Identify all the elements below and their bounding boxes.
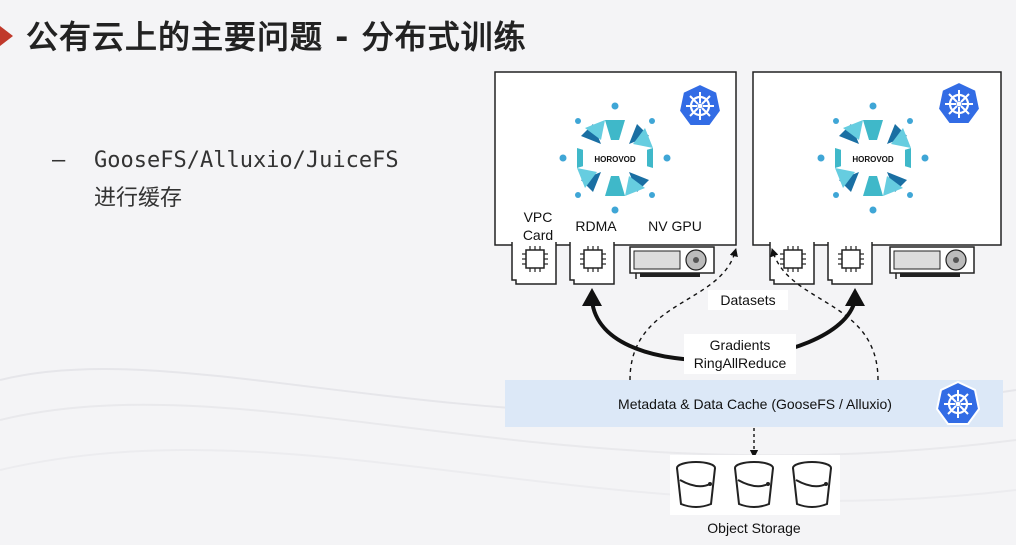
bucket-icon — [676, 461, 716, 508]
horovod-label: HOROVOD — [852, 155, 894, 164]
horovod-label: HOROVOD — [594, 155, 636, 164]
gradients-label-bg — [684, 334, 796, 374]
datasets-label: Datasets — [720, 292, 775, 308]
gpu-card-icon — [629, 246, 715, 280]
gpu-label: NV GPU — [648, 218, 702, 234]
gpu-card-icon — [889, 246, 975, 280]
kubernetes-icon — [935, 380, 981, 426]
bullet-line2: 进行缓存 — [94, 186, 183, 211]
bucket-icon — [792, 461, 832, 508]
horovod-logo: HOROVOD — [817, 102, 929, 214]
object-storage-label: Object Storage — [707, 520, 801, 536]
vpc-card-label-line2: Card — [523, 227, 553, 243]
network-card-icon — [769, 241, 815, 285]
network-card-icon — [827, 241, 873, 285]
network-card-icon — [511, 241, 557, 285]
kubernetes-icon — [936, 80, 982, 126]
rdma-label: RDMA — [575, 218, 617, 234]
ringallreduce-label: RingAllReduce — [694, 355, 787, 371]
page-title: 公有云上的主要问题 - 分布式训练 — [26, 18, 527, 56]
kubernetes-icon — [677, 82, 723, 128]
network-card-icon — [569, 241, 615, 285]
bucket-icon — [734, 461, 774, 508]
bullet-line1: GooseFS/Alluxio/JuiceFS — [94, 148, 399, 173]
dataset-arrow-left — [629, 247, 738, 381]
gradients-label: Gradients — [710, 337, 771, 353]
cache-bar — [505, 380, 1003, 427]
gradients-arrowhead-right — [845, 288, 865, 306]
horovod-logo: HOROVOD — [559, 102, 671, 214]
cache-bar-label: Metadata & Data Cache (GooseFS / Alluxio… — [618, 396, 892, 412]
bullet-dash: – — [52, 148, 66, 173]
vpc-card-label-line1: VPC — [524, 209, 553, 225]
datasets-label-bg — [708, 290, 788, 310]
bullet-item: – GooseFS/Alluxio/JuiceFS 进行缓存 — [52, 142, 399, 218]
title-marker — [0, 26, 13, 46]
dataset-arrow-right — [770, 248, 879, 381]
gradients-arrowhead-left — [582, 288, 602, 306]
